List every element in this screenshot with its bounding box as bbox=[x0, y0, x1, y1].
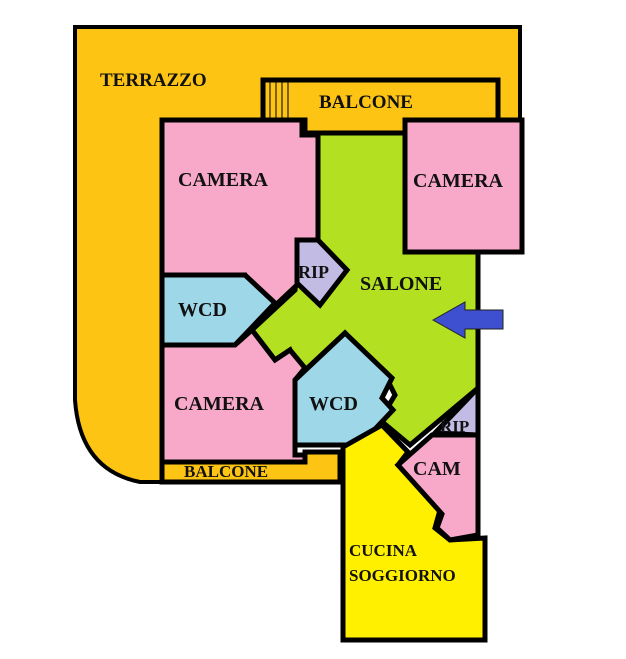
label-rip-upper: RIP bbox=[298, 262, 329, 282]
label-camera-bottom-left: CAMERA bbox=[174, 393, 265, 415]
balcone-railing bbox=[269, 82, 289, 120]
label-camera-top-right: CAMERA bbox=[413, 170, 504, 192]
label-soggiorno: SOGGIORNO bbox=[349, 566, 456, 585]
room-cam bbox=[394, 432, 481, 543]
label-salone: SALONE bbox=[360, 273, 442, 295]
room-balcone-bottom bbox=[159, 449, 343, 485]
label-wcd-left: WCD bbox=[178, 299, 227, 321]
label-rip-lower: RIP bbox=[440, 417, 469, 436]
room-camera-top-right bbox=[402, 117, 525, 255]
room-wcd-center bbox=[292, 329, 397, 448]
arrow-left-icon bbox=[431, 301, 504, 339]
label-balcone-top: BALCONE bbox=[319, 92, 413, 113]
label-cucina: CUCINA bbox=[349, 541, 418, 560]
label-cam: CAM bbox=[413, 458, 461, 480]
room-rip-upper bbox=[294, 237, 351, 309]
label-wcd-center: WCD bbox=[309, 393, 358, 415]
label-camera-top-left: CAMERA bbox=[178, 169, 269, 191]
room-wcd-left bbox=[159, 272, 279, 348]
label-terrazzo: TERRAZZO bbox=[100, 70, 207, 91]
label-balcone-bottom: BALCONE bbox=[184, 462, 268, 481]
